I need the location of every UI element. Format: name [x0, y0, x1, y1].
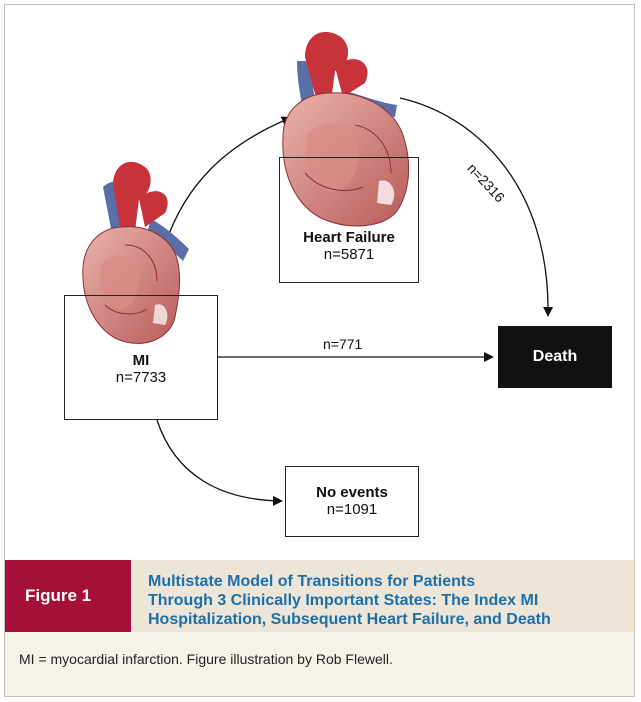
- arrow-heart-failure-to-death: [400, 98, 548, 315]
- caption-bar: Figure 1 Multistate Model of Transitions…: [5, 560, 635, 632]
- mi-count: n=7733: [65, 369, 217, 386]
- arrow-mi-to-no-events: [157, 420, 281, 501]
- figure-label: Figure 1: [5, 560, 131, 632]
- no-events-box: No events n=1091: [285, 466, 419, 537]
- heart-failure-count: n=5871: [280, 246, 418, 263]
- heart-failure-box: Heart Failure n=5871: [279, 157, 419, 283]
- no-events-label: No events: [286, 484, 418, 501]
- heart-failure-label: Heart Failure: [280, 229, 418, 246]
- arrow-mi-to-heart-failure: [165, 118, 290, 245]
- footnote-text: MI = myocardial infarction. Figure illus…: [19, 651, 393, 667]
- mi-label: MI: [65, 352, 217, 369]
- figure-frame: Heart Failure n=5871 MI n=7733 Death No …: [4, 4, 635, 697]
- multistate-diagram: Heart Failure n=5871 MI n=7733 Death No …: [5, 5, 635, 565]
- figure-title: Multistate Model of Transitions for Pati…: [148, 572, 628, 629]
- death-label: Death: [533, 348, 577, 366]
- no-events-count: n=1091: [286, 501, 418, 518]
- edge-label-mi-to-death: n=771: [323, 336, 362, 352]
- death-box: Death: [498, 326, 612, 388]
- mi-box: MI n=7733: [64, 295, 218, 420]
- figure-footnote: MI = myocardial infarction. Figure illus…: [5, 632, 635, 697]
